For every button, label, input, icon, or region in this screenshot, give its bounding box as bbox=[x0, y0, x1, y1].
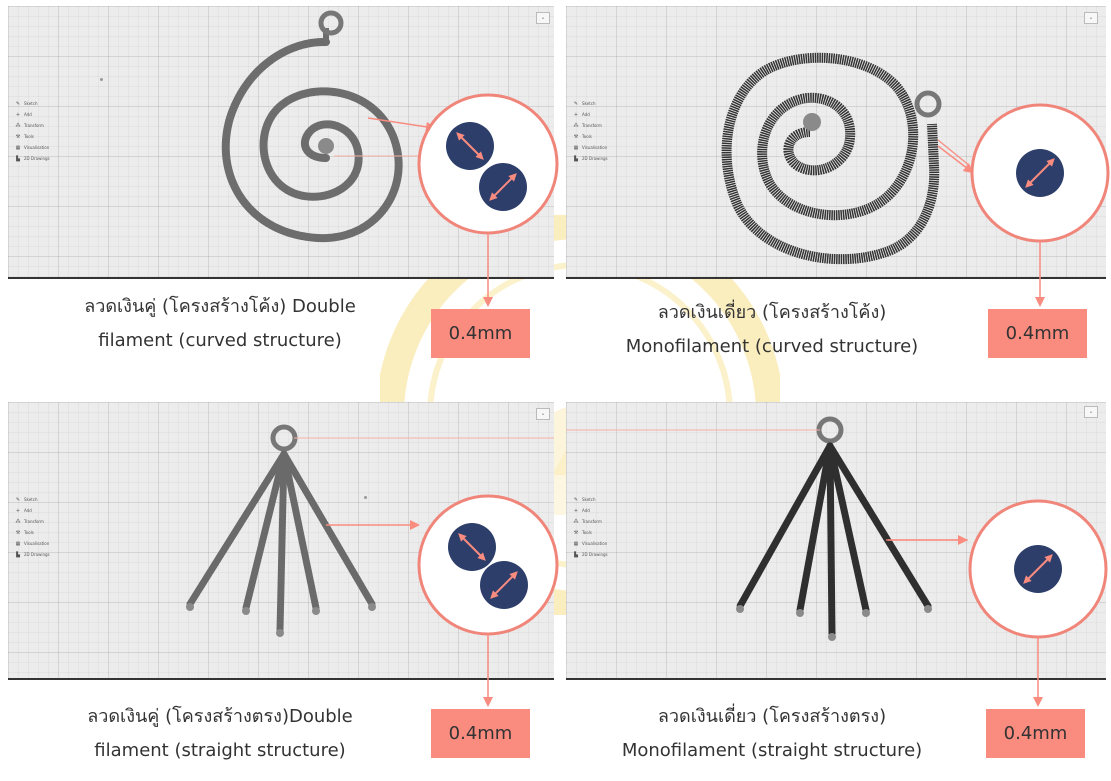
menu-item-tools[interactable]: ⚒Tools bbox=[572, 131, 608, 142]
menu-item-sketch[interactable]: ✎Sketch bbox=[14, 494, 50, 505]
cad-side-menu: ✎Sketch +Add ⁂Transform ⚒Tools ▦Visualis… bbox=[572, 494, 608, 560]
cad-side-menu: ✎Sketch +Add ⁂Transform ⚒Tools ▦Visualis… bbox=[14, 98, 50, 164]
plus-icon: + bbox=[573, 112, 579, 118]
wrench-icon: ⚒ bbox=[573, 530, 579, 536]
measurement-label: 0.4mm bbox=[986, 709, 1085, 758]
measurement-label: 0.4mm bbox=[431, 709, 530, 758]
magnifier-monofilament bbox=[968, 499, 1108, 639]
plus-icon: + bbox=[15, 508, 21, 514]
view-cube-button[interactable]: ⌂ bbox=[1084, 406, 1098, 418]
tassel-double-filament-model bbox=[186, 424, 554, 637]
grid-icon: ▦ bbox=[573, 145, 579, 151]
view-cube-button[interactable]: ⌂ bbox=[1084, 12, 1098, 24]
wrench-icon: ⚒ bbox=[573, 134, 579, 140]
menu-item-visualisation[interactable]: ▦Visualisation bbox=[14, 538, 50, 549]
transform-icon: ⁂ bbox=[15, 519, 21, 525]
menu-item-transform[interactable]: ⁂Transform bbox=[572, 516, 608, 527]
caption-line-en: Monofilament (curved structure) bbox=[625, 336, 919, 357]
caption-mono-straight: ลวดเงินเดี่ยว (โครงสร้างตรง) Monofilamen… bbox=[572, 700, 972, 768]
drawing-icon: ▙ bbox=[574, 552, 578, 558]
caption-line-thai: ลวดเงินเดี่ยว (โครงสร้างตรง) bbox=[657, 706, 887, 727]
view-cube-button[interactable]: ⌂ bbox=[536, 408, 550, 420]
menu-item-visualisation[interactable]: ▦Visualisation bbox=[14, 142, 50, 153]
pencil-icon: ✎ bbox=[573, 101, 579, 107]
drawing-icon: ▙ bbox=[574, 156, 578, 162]
measurement-label: 0.4mm bbox=[988, 309, 1087, 358]
caption-mono-curved: ลวดเงินเดี่ยว (โครงสร้างโค้ง) Monofilame… bbox=[572, 296, 972, 364]
spiral-double-filament-model bbox=[221, 10, 428, 243]
magnifier-double-filament bbox=[417, 494, 559, 636]
view-cube-button[interactable]: ⌂ bbox=[536, 12, 550, 24]
wrench-icon: ⚒ bbox=[15, 134, 21, 140]
drawing-icon: ▙ bbox=[16, 552, 20, 558]
plus-icon: + bbox=[15, 112, 21, 118]
menu-item-tools[interactable]: ⚒Tools bbox=[572, 527, 608, 538]
menu-item-visualisation[interactable]: ▦Visualisation bbox=[572, 142, 608, 153]
magnifier-monofilament bbox=[970, 103, 1110, 243]
measurement-label: 0.4mm bbox=[431, 309, 530, 358]
grid-icon: ▦ bbox=[15, 541, 21, 547]
pointer-arrow bbox=[367, 117, 436, 132]
pencil-icon: ✎ bbox=[15, 101, 21, 107]
menu-item-add[interactable]: +Add bbox=[14, 109, 50, 120]
drawing-icon: ▙ bbox=[16, 156, 20, 162]
menu-item-add[interactable]: +Add bbox=[572, 505, 608, 516]
cad-viewport-double-straight: ✎Sketch +Add ⁂Transform ⚒Tools ▦Visualis… bbox=[8, 402, 554, 680]
menu-item-transform[interactable]: ⁂Transform bbox=[14, 120, 50, 131]
grid-icon: ▦ bbox=[15, 145, 21, 151]
transform-icon: ⁂ bbox=[15, 123, 21, 129]
caption-line-thai: ลวดเงินเดี่ยว (โครงสร้างโค้ง) bbox=[657, 302, 887, 323]
cad-side-menu: ✎Sketch +Add ⁂Transform ⚒Tools ▦Visualis… bbox=[572, 98, 608, 164]
menu-item-add[interactable]: +Add bbox=[14, 505, 50, 516]
spiral-monofilament-model bbox=[721, 52, 971, 265]
caption-line-thai-en: ลวดเงินคู่ (โครงสร้างโค้ง) Double bbox=[84, 296, 356, 317]
origin-point bbox=[364, 496, 367, 499]
caption-line-en: Monofilament (straight structure) bbox=[621, 740, 923, 761]
menu-item-transform[interactable]: ⁂Transform bbox=[14, 516, 50, 527]
grid-icon: ▦ bbox=[573, 541, 579, 547]
caption-line-en: filament (straight structure) bbox=[94, 740, 346, 761]
menu-item-tools[interactable]: ⚒Tools bbox=[14, 131, 50, 142]
menu-item-tools[interactable]: ⚒Tools bbox=[14, 527, 50, 538]
caption-line-thai-en: ลวดเงินคู่ (โครงสร้างตรง)Double bbox=[87, 706, 353, 727]
menu-item-2d-drawings[interactable]: ▙2D Drawings bbox=[572, 549, 608, 560]
origin-point bbox=[100, 78, 103, 81]
magnifier-double-filament bbox=[417, 93, 559, 235]
cad-viewport-mono-curved: ✎Sketch +Add ⁂Transform ⚒Tools ▦Visualis… bbox=[566, 6, 1106, 279]
caption-line-en: filament (curved structure) bbox=[98, 330, 342, 351]
plus-icon: + bbox=[573, 508, 579, 514]
menu-item-sketch[interactable]: ✎Sketch bbox=[572, 494, 608, 505]
caption-double-straight: ลวดเงินคู่ (โครงสร้างตรง)Double filament… bbox=[30, 700, 410, 768]
pencil-icon: ✎ bbox=[15, 497, 21, 503]
menu-item-sketch[interactable]: ✎Sketch bbox=[572, 98, 608, 109]
menu-item-visualisation[interactable]: ▦Visualisation bbox=[572, 538, 608, 549]
transform-icon: ⁂ bbox=[573, 123, 579, 129]
caption-double-curved: ลวดเงินคู่ (โครงสร้างโค้ง) Double filame… bbox=[30, 290, 410, 358]
menu-item-2d-drawings[interactable]: ▙2D Drawings bbox=[572, 153, 608, 164]
menu-item-sketch[interactable]: ✎Sketch bbox=[14, 98, 50, 109]
menu-item-2d-drawings[interactable]: ▙2D Drawings bbox=[14, 153, 50, 164]
wrench-icon: ⚒ bbox=[15, 530, 21, 536]
pencil-icon: ✎ bbox=[573, 497, 579, 503]
menu-item-2d-drawings[interactable]: ▙2D Drawings bbox=[14, 549, 50, 560]
transform-icon: ⁂ bbox=[573, 519, 579, 525]
menu-item-add[interactable]: +Add bbox=[572, 109, 608, 120]
cad-side-menu: ✎Sketch +Add ⁂Transform ⚒Tools ▦Visualis… bbox=[14, 494, 50, 560]
menu-item-transform[interactable]: ⁂Transform bbox=[572, 120, 608, 131]
tassel-monofilament-model bbox=[566, 416, 968, 641]
pointer-arrow bbox=[937, 145, 974, 174]
cad-viewport-double-curved: ✎Sketch +Add ⁂Transform ⚒Tools ▦Visualis… bbox=[8, 6, 554, 279]
